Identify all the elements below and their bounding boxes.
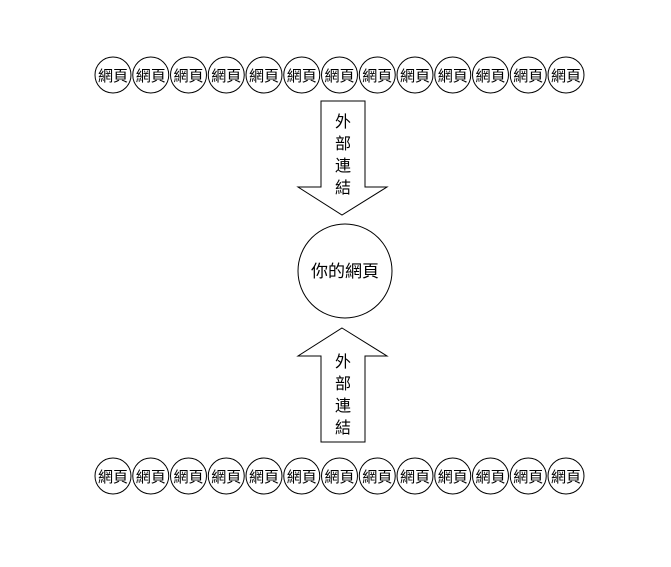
- top-page-circle: [509, 56, 547, 94]
- top-page-node: 網頁: [321, 56, 358, 94]
- top-arrow-shape: [296, 100, 389, 216]
- top-page-node: 網頁: [207, 56, 245, 94]
- top-arrow-char-3: 連: [335, 156, 351, 175]
- center-node: 你的網頁: [297, 223, 393, 319]
- bottom-page-label: 網頁: [249, 468, 279, 486]
- bottom-page-node: 網頁: [547, 457, 585, 495]
- bottom-page-label: 網頁: [438, 468, 468, 486]
- top-page-circle: [434, 56, 472, 94]
- bottom-page-label: 網頁: [136, 468, 166, 486]
- top-page-node: 網頁: [358, 56, 396, 94]
- bottom-page-circle: [434, 457, 472, 495]
- bottom-arrow-char-4: 結: [335, 418, 351, 437]
- top-page-circle: [396, 56, 434, 94]
- top-page-circle: [207, 56, 245, 94]
- top-row-pages: 網頁網頁網頁網頁網頁網頁網頁網頁網頁網頁網頁網頁網頁: [94, 56, 585, 94]
- top-arrow: 外 部 連 結: [296, 100, 389, 216]
- top-page-node: 網頁: [283, 56, 321, 94]
- bottom-page-node: 網頁: [321, 457, 358, 495]
- top-page-label: 網頁: [287, 67, 317, 85]
- bottom-page-circle: [170, 457, 207, 495]
- top-page-circle: [472, 56, 509, 94]
- top-page-node: 網頁: [245, 56, 283, 94]
- bottom-page-circle: [547, 457, 585, 495]
- top-page-node: 網頁: [396, 56, 434, 94]
- bottom-page-node: 網頁: [358, 457, 396, 495]
- bottom-page-node: 網頁: [170, 457, 207, 495]
- top-page-node: 網頁: [472, 56, 509, 94]
- bottom-page-label: 網頁: [551, 468, 581, 486]
- top-page-circle: [94, 56, 132, 94]
- top-page-node: 網頁: [170, 56, 207, 94]
- top-page-label: 網頁: [249, 67, 279, 85]
- top-page-circle: [132, 56, 170, 94]
- top-page-label: 網頁: [362, 67, 392, 85]
- center-node-label: 你的網頁: [311, 262, 379, 282]
- bottom-page-circle: [396, 457, 434, 495]
- bottom-page-label: 網頁: [400, 468, 430, 486]
- bottom-page-circle: [207, 457, 245, 495]
- top-page-label: 網頁: [475, 67, 505, 85]
- top-arrow-char-4: 結: [335, 178, 351, 197]
- bottom-page-node: 網頁: [207, 457, 245, 495]
- bottom-page-label: 網頁: [362, 468, 392, 486]
- top-page-label: 網頁: [551, 67, 581, 85]
- top-page-circle: [245, 56, 283, 94]
- top-page-circle: [170, 56, 207, 94]
- bottom-page-node: 網頁: [509, 457, 547, 495]
- bottom-page-circle: [283, 457, 321, 495]
- bottom-page-node: 網頁: [132, 457, 170, 495]
- top-page-circle: [358, 56, 396, 94]
- top-page-circle: [321, 56, 358, 94]
- bottom-page-circle: [358, 457, 396, 495]
- top-page-node: 網頁: [547, 56, 585, 94]
- bottom-page-circle: [472, 457, 509, 495]
- top-page-node: 網頁: [509, 56, 547, 94]
- bottom-page-circle: [245, 457, 283, 495]
- bottom-row-pages: 網頁網頁網頁網頁網頁網頁網頁網頁網頁網頁網頁網頁網頁: [94, 457, 585, 495]
- bottom-arrow-char-1: 外: [335, 352, 351, 371]
- bottom-page-node: 網頁: [245, 457, 283, 495]
- top-page-label: 網頁: [324, 67, 354, 85]
- bottom-arrow-shape: [296, 327, 389, 443]
- bottom-arrow-char-2: 部: [335, 374, 351, 393]
- bottom-page-label: 網頁: [287, 468, 317, 486]
- bottom-page-label: 網頁: [324, 468, 354, 486]
- bottom-page-node: 網頁: [472, 457, 509, 495]
- bottom-page-node: 網頁: [434, 457, 472, 495]
- top-page-label: 網頁: [400, 67, 430, 85]
- top-page-node: 網頁: [94, 56, 132, 94]
- bottom-page-label: 網頁: [475, 468, 505, 486]
- bottom-page-label: 網頁: [513, 468, 543, 486]
- top-page-circle: [283, 56, 321, 94]
- top-page-node: 網頁: [434, 56, 472, 94]
- bottom-page-label: 網頁: [211, 468, 241, 486]
- bottom-page-node: 網頁: [396, 457, 434, 495]
- top-page-node: 網頁: [132, 56, 170, 94]
- top-page-circle: [547, 56, 585, 94]
- top-page-label: 網頁: [173, 67, 203, 85]
- bottom-page-node: 網頁: [283, 457, 321, 495]
- bottom-page-label: 網頁: [173, 468, 203, 486]
- center-node-circle: [297, 223, 393, 319]
- bottom-page-circle: [321, 457, 358, 495]
- top-arrow-char-1: 外: [335, 112, 351, 131]
- bottom-arrow: 外 部 連 結: [296, 327, 389, 443]
- top-page-label: 網頁: [438, 67, 468, 85]
- top-page-label: 網頁: [211, 67, 241, 85]
- top-page-label: 網頁: [98, 67, 128, 85]
- top-arrow-char-2: 部: [335, 134, 351, 153]
- bottom-arrow-char-3: 連: [335, 396, 351, 415]
- top-page-label: 網頁: [136, 67, 166, 85]
- top-page-label: 網頁: [513, 67, 543, 85]
- bottom-page-circle: [94, 457, 132, 495]
- bottom-page-circle: [132, 457, 170, 495]
- bottom-page-circle: [509, 457, 547, 495]
- bottom-page-node: 網頁: [94, 457, 132, 495]
- bottom-page-label: 網頁: [98, 468, 128, 486]
